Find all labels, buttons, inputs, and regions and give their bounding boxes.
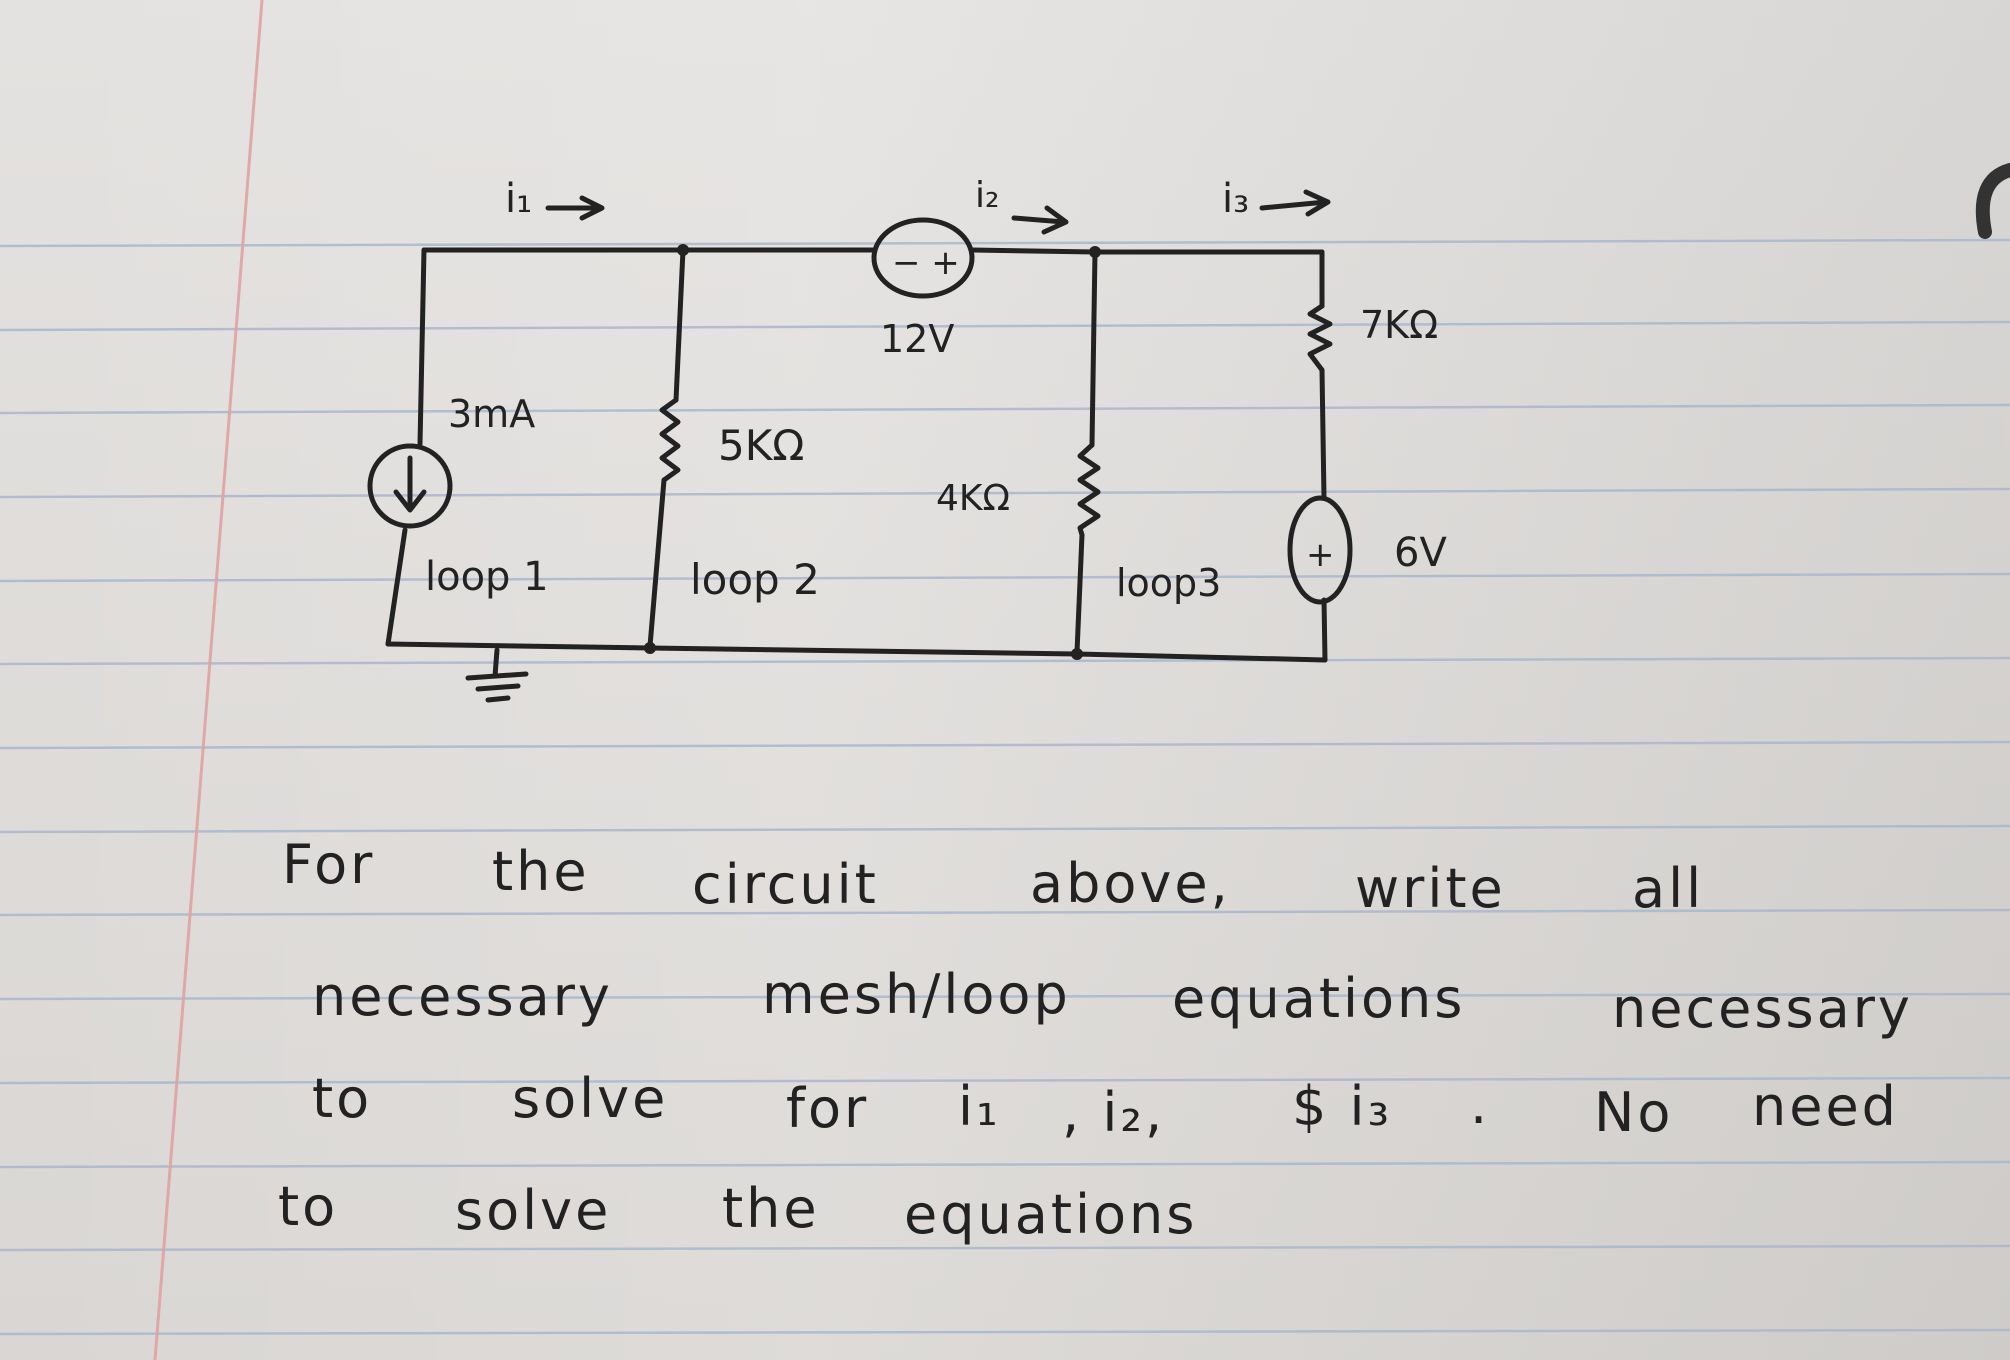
arrow-i2-icon [1011,205,1069,235]
value-4k: 4KΩ [936,478,1010,519]
prompt-word: the [722,1177,820,1240]
prompt-word: circuit [692,853,879,916]
wire-branch-4k [1074,249,1098,655]
prompt-word: i₁ [958,1075,1001,1138]
label-loop-3: loop3 [1116,561,1221,605]
prompt-word: . [1470,1073,1491,1136]
wire-branch-5k [647,247,686,649]
label-i1: i₁ [505,176,532,222]
arrow-i3-icon [1259,189,1331,217]
resistor-4k-symbol [1077,442,1101,538]
value-12v: 12V [880,317,954,361]
polarity-12v: − + [892,243,960,283]
voltage-source-6v-symbol [1287,495,1353,605]
prompt-word: all [1632,857,1705,920]
prompt-word: No [1594,1081,1674,1144]
prompt-word: for [786,1077,870,1140]
prompt-word: solve [512,1067,669,1130]
wire-left-branch [385,247,427,647]
prompt-word: necessary [1612,977,1913,1040]
wire-top-middle-right [969,247,1098,255]
wire-branch-7k [1319,249,1328,663]
prompt-word: equations [904,1183,1198,1246]
value-5k: 5KΩ [718,421,804,470]
ground-icon [465,647,529,703]
prompt-word: mesh/loop [762,963,1071,1026]
prompt-word: necessary [312,965,613,1028]
prompt-word: above, [1030,852,1231,915]
prompt-word: equations [1172,967,1466,1030]
wire-bottom [385,641,1328,663]
prompt-word: write [1355,857,1506,920]
label-i2: i₂ [975,175,999,216]
prompt-word: to [278,1175,339,1238]
resistor-7k-symbol [1307,303,1333,373]
prompt-word: , i₂, [1062,1081,1166,1144]
rule-lines [0,238,2010,1336]
margin-line [153,0,264,1360]
current-source-value: 3mA [448,392,535,436]
label-loop-1: loop 1 [425,554,549,600]
prompt-word: solve [455,1179,612,1242]
prompt-word: the [492,840,590,903]
polarity-6v: + [1306,535,1335,575]
voltage-source-12v-symbol [871,217,975,299]
junction-dots [644,244,1101,660]
prompt-word: For [282,833,376,896]
label-loop-2: loop 2 [690,555,820,604]
prompt-word: to [312,1067,373,1130]
binder-ring-icon [1975,163,2010,239]
arrow-down-icon [393,455,427,513]
arrow-i1-icon [545,195,605,221]
resistor-5k-symbol [659,397,681,483]
prompt-word: need [1752,1075,1899,1138]
value-7k: 7KΩ [1360,303,1438,347]
label-i3: i₃ [1222,176,1249,222]
current-source-symbol [367,443,453,529]
prompt-word: $ i₃ [1292,1075,1393,1138]
value-6v: 6V [1394,530,1447,576]
